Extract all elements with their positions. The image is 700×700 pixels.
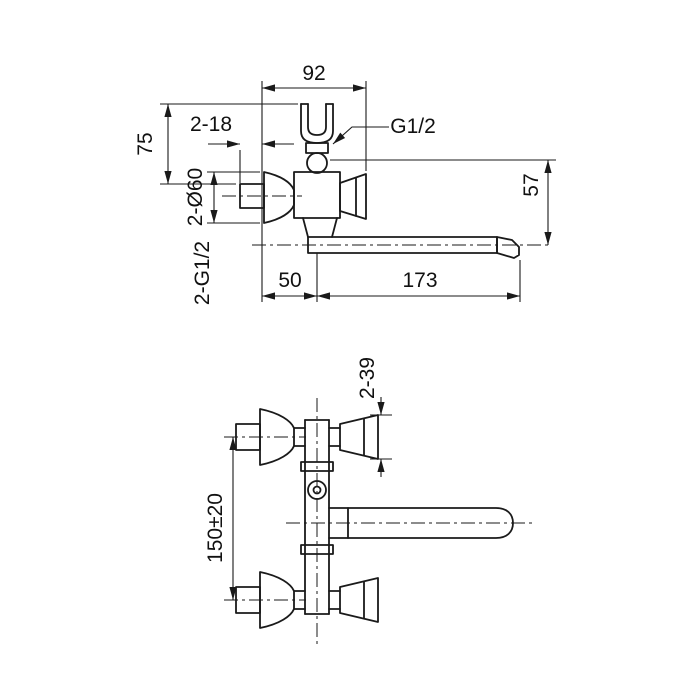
spout-tip — [496, 236, 520, 259]
dim-2-39-label: 2-39 — [356, 357, 379, 399]
bracket-pivot-circle — [306, 152, 328, 174]
shower-bracket-fork — [300, 103, 334, 174]
handle-side — [339, 173, 367, 220]
dim-2-d60-label: 2-Ø60 — [184, 168, 207, 226]
dim-75-label: 75 — [134, 132, 157, 155]
dim-150-label: 150±20 — [204, 493, 227, 563]
dim-92-label: 92 — [302, 62, 325, 85]
spout-side — [302, 217, 520, 259]
label-g12: G1/2 — [332, 115, 436, 145]
dimension-57: 57 — [330, 159, 556, 245]
body-collar-lower — [300, 544, 334, 555]
dimension-75: 75 — [134, 103, 298, 185]
mixer-body-front — [300, 419, 334, 615]
side-view-centerlines — [222, 195, 552, 246]
diverter-knob-outer — [307, 480, 327, 500]
dim-2-g12-label: 2-G1/2 — [191, 241, 214, 305]
handle-lower — [339, 577, 379, 623]
side-view-drawing: 92 2-18 G1/2 75 2-Ø60 — [134, 62, 556, 305]
dimension-2-d60: 2-Ø60 — [184, 168, 260, 226]
front-view-centerlines — [224, 398, 534, 646]
wall-nipple-side — [239, 183, 265, 209]
g12-label: G1/2 — [390, 115, 436, 138]
dimension-92: 92 — [261, 62, 367, 302]
body-collar-upper — [300, 461, 334, 472]
lower-inlet-assembly — [235, 571, 379, 629]
spout-front — [328, 507, 514, 539]
leader-line — [332, 126, 389, 145]
dim-57-label: 57 — [520, 173, 543, 196]
dim-50-label: 50 — [278, 269, 301, 292]
dimension-150: 150±20 — [204, 437, 237, 600]
diverter-knob-inner — [312, 485, 322, 495]
dim-173-label: 173 — [402, 269, 437, 292]
dim-2-18-label: 2-18 — [190, 113, 232, 136]
front-view-drawing: 2-39 150±20 — [204, 357, 534, 646]
dimension-2-18: 2-18 — [190, 113, 294, 183]
dimension-2-39: 2-39 — [356, 357, 392, 477]
dimension-50-173: 50 173 — [262, 253, 521, 302]
wall-escutcheon-side — [239, 171, 295, 224]
